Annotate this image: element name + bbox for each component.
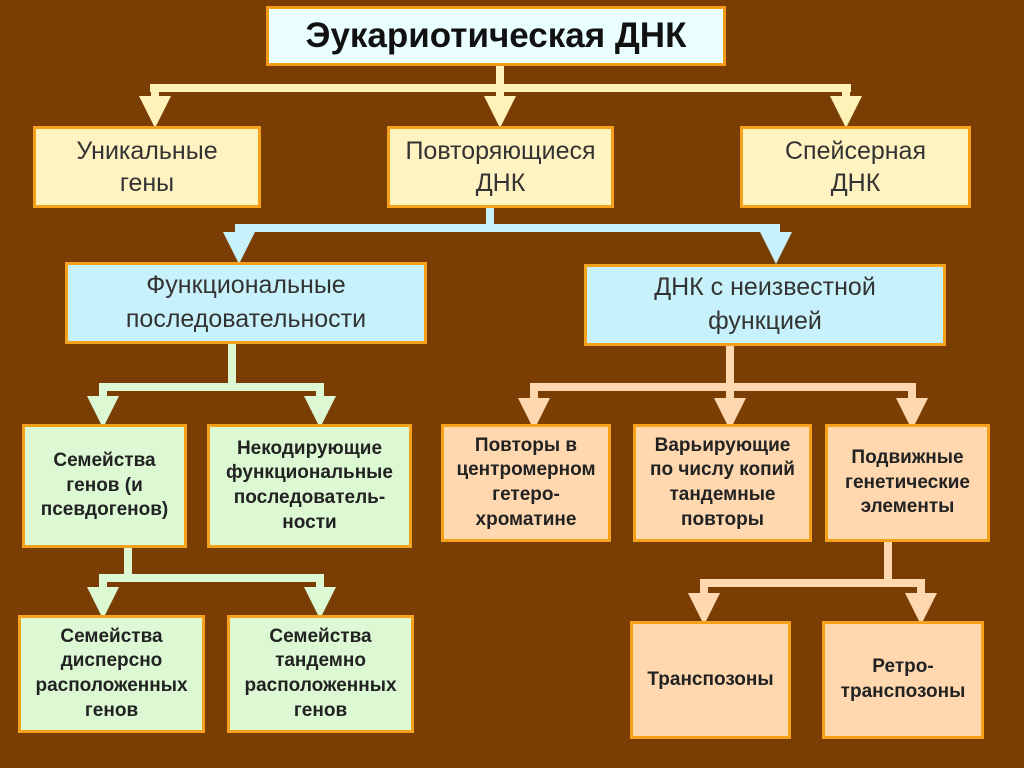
node-retrotransposons: Ретро- транспозоны — [822, 621, 984, 739]
node-tandem-gene-families: Семейства тандемно расположенных генов — [227, 615, 414, 733]
node-spacer-dna: Спейсерная ДНК — [740, 126, 971, 208]
connector-mobile-level4 — [688, 540, 937, 625]
node-repetitive-dna: Повторяющиеся ДНК — [387, 126, 614, 208]
node-centromeric-repeats: Повторы в центромерном гетеро- хроматине — [441, 424, 611, 542]
connector-root-level1 — [139, 65, 862, 128]
node-transposons: Транспозоны — [630, 621, 791, 739]
node-unique-genes: Уникальные гены — [33, 126, 261, 208]
node-mobile-elements: Подвижные генетические элементы — [825, 424, 990, 542]
node-dispersed-gene-families: Семейства дисперсно расположенных генов — [18, 615, 205, 733]
connector-functional-level3 — [87, 343, 336, 428]
connector-unknown-level3 — [518, 345, 928, 430]
root-title: Эукариотическая ДНК — [266, 6, 726, 66]
connector-repetitive-level2 — [223, 207, 792, 264]
node-functional-sequences: Функциональные последовательности — [65, 262, 427, 344]
node-unknown-function-dna: ДНК с неизвестной функцией — [584, 264, 946, 346]
connector-genefamilies-level4 — [87, 547, 336, 619]
node-copy-number-repeats: Варьирующие по числу копий тандемные пов… — [633, 424, 812, 542]
node-gene-families: Семейства генов (и псевдогенов) — [22, 424, 187, 548]
node-noncoding-functional: Некодирующие функциональные последовател… — [207, 424, 412, 548]
